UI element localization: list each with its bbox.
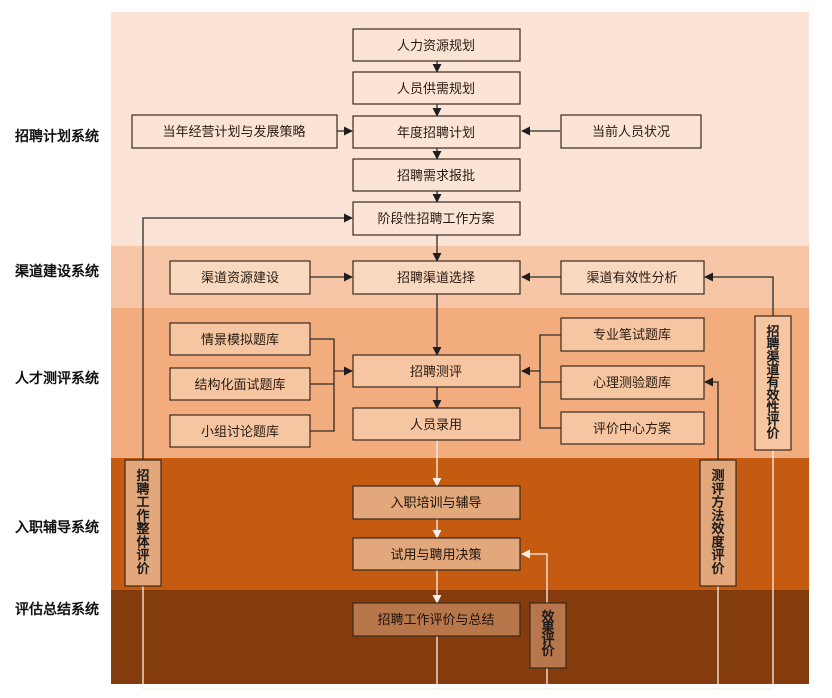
box-channel-resource [169,260,311,295]
label-channel-select: 招聘渠道选择 [397,271,475,286]
label-phase-plan: 阶段性招聘工作方案 [377,211,494,227]
box-group-bank [169,414,311,448]
box-structured-bank [169,367,311,401]
vbox-effect-eval [529,602,567,669]
vbox-channel-eval [754,315,792,451]
vbox-method-eval [699,459,737,587]
loop-overall-eval-upper [142,213,353,460]
label-psych-bank: 心理测验题库 [593,375,671,391]
vlabel-channel-eval: 招聘渠道有效性评价 [765,324,780,441]
label-channel-analysis: 渠道有效性分析 [586,271,677,286]
vlabel-effect-eval: 效果评价 [540,609,555,659]
label-induction: 入职培训与辅导 [390,495,481,511]
label-probation: 试用与聘用决策 [390,547,481,563]
vlabel-method-eval: 测评方法效度评价 [711,468,725,577]
box-assessment [352,354,521,388]
label-hiring: 人员录用 [410,418,462,433]
label-annual-plan: 年度招聘计划 [397,125,475,141]
loop-effect-eval [521,549,548,603]
system-label-evaluation: 评估总结系统 [15,601,99,618]
box-summary [352,602,521,637]
box-psych-bank [560,365,705,400]
system-label-planning: 招聘计划系统 [15,128,99,145]
system-label-channel: 渠道建设系统 [14,263,99,280]
box-current-staff [560,114,702,149]
box-demand-approval [352,158,521,192]
box-hr-planning [352,28,521,62]
label-demand-approval: 招聘需求报批 [397,169,475,184]
box-channel-select [352,260,521,295]
label-staff-supply-demand: 人员供需规划 [397,82,475,97]
box-scenario-bank [169,322,311,356]
box-staff-supply-demand [352,71,521,105]
box-phase-plan [352,201,521,236]
label-scenario-bank: 情景模拟题库 [201,332,279,348]
loop-overall-eval-lower [142,586,438,690]
loop-channel-eval-upper [704,272,774,316]
system-label-assessment: 人才测评系统 [15,370,99,387]
box-induction [352,485,521,520]
connector-left-banks [310,338,335,432]
label-assessment: 招聘测评 [410,365,462,380]
label-business-strategy: 当年经营计划与发展策略 [162,124,305,140]
vlabel-overall-eval: 招聘工作整体评价 [135,468,150,577]
box-annual-plan [352,115,521,149]
label-channel-resource: 渠道资源建设 [201,271,279,286]
box-center-plan [560,411,705,445]
box-business-strategy [131,114,338,149]
box-written-bank [560,317,705,352]
label-center-plan: 评价中心方案 [593,421,671,437]
vbox-overall-eval [124,459,162,587]
label-group-bank: 小组讨论题库 [201,424,279,440]
system-label-onboarding: 入职辅导系统 [15,519,99,536]
box-channel-analysis [560,260,705,295]
box-probation [352,537,521,571]
label-summary: 招聘工作评价与总结 [377,613,494,628]
label-hr-planning: 人力资源规划 [397,39,475,54]
loop-channel-eval-lower [437,450,774,690]
label-structured-bank: 结构化面试题库 [194,377,285,393]
label-current-staff: 当前人员状况 [592,124,670,140]
box-hiring [352,407,521,441]
loop-method-eval-upper [704,377,719,460]
label-written-bank: 专业笔试题库 [593,327,671,343]
